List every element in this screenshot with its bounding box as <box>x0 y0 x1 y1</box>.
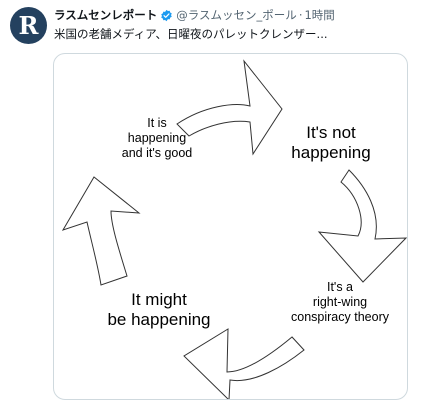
tweet-timestamp[interactable]: 1時間 <box>304 8 335 22</box>
tweet-text: 米国の老舗メディア、日曜夜のパレットクレンザー... <box>54 27 328 41</box>
label-its-not-happening: It's not happening <box>291 123 371 162</box>
arrow-right <box>317 169 407 283</box>
verified-badge-icon <box>160 9 173 22</box>
separator-dot: · <box>298 8 303 22</box>
arrow-left <box>61 176 141 286</box>
arrow-top <box>176 59 283 156</box>
tweet-header: ラスムセンレポート @ラスムッセン_ポール · 1時間 <box>54 6 429 24</box>
tweet-media-image[interactable]: It is happening and it's good It's not h… <box>53 53 408 400</box>
author-name[interactable]: ラスムセンレポート <box>54 8 158 22</box>
cycle-arrow-icon <box>61 59 407 399</box>
label-it-is-happening: It is happening and it's good <box>121 116 193 160</box>
label-conspiracy-theory: It's a right-wing conspiracy theory <box>291 280 389 324</box>
avatar[interactable]: R <box>10 7 47 44</box>
author-handle[interactable]: @ラスムッセン_ポール <box>176 8 297 22</box>
label-it-might-be-happening: It might be happening <box>107 290 211 329</box>
arrow-bottom <box>183 328 305 399</box>
